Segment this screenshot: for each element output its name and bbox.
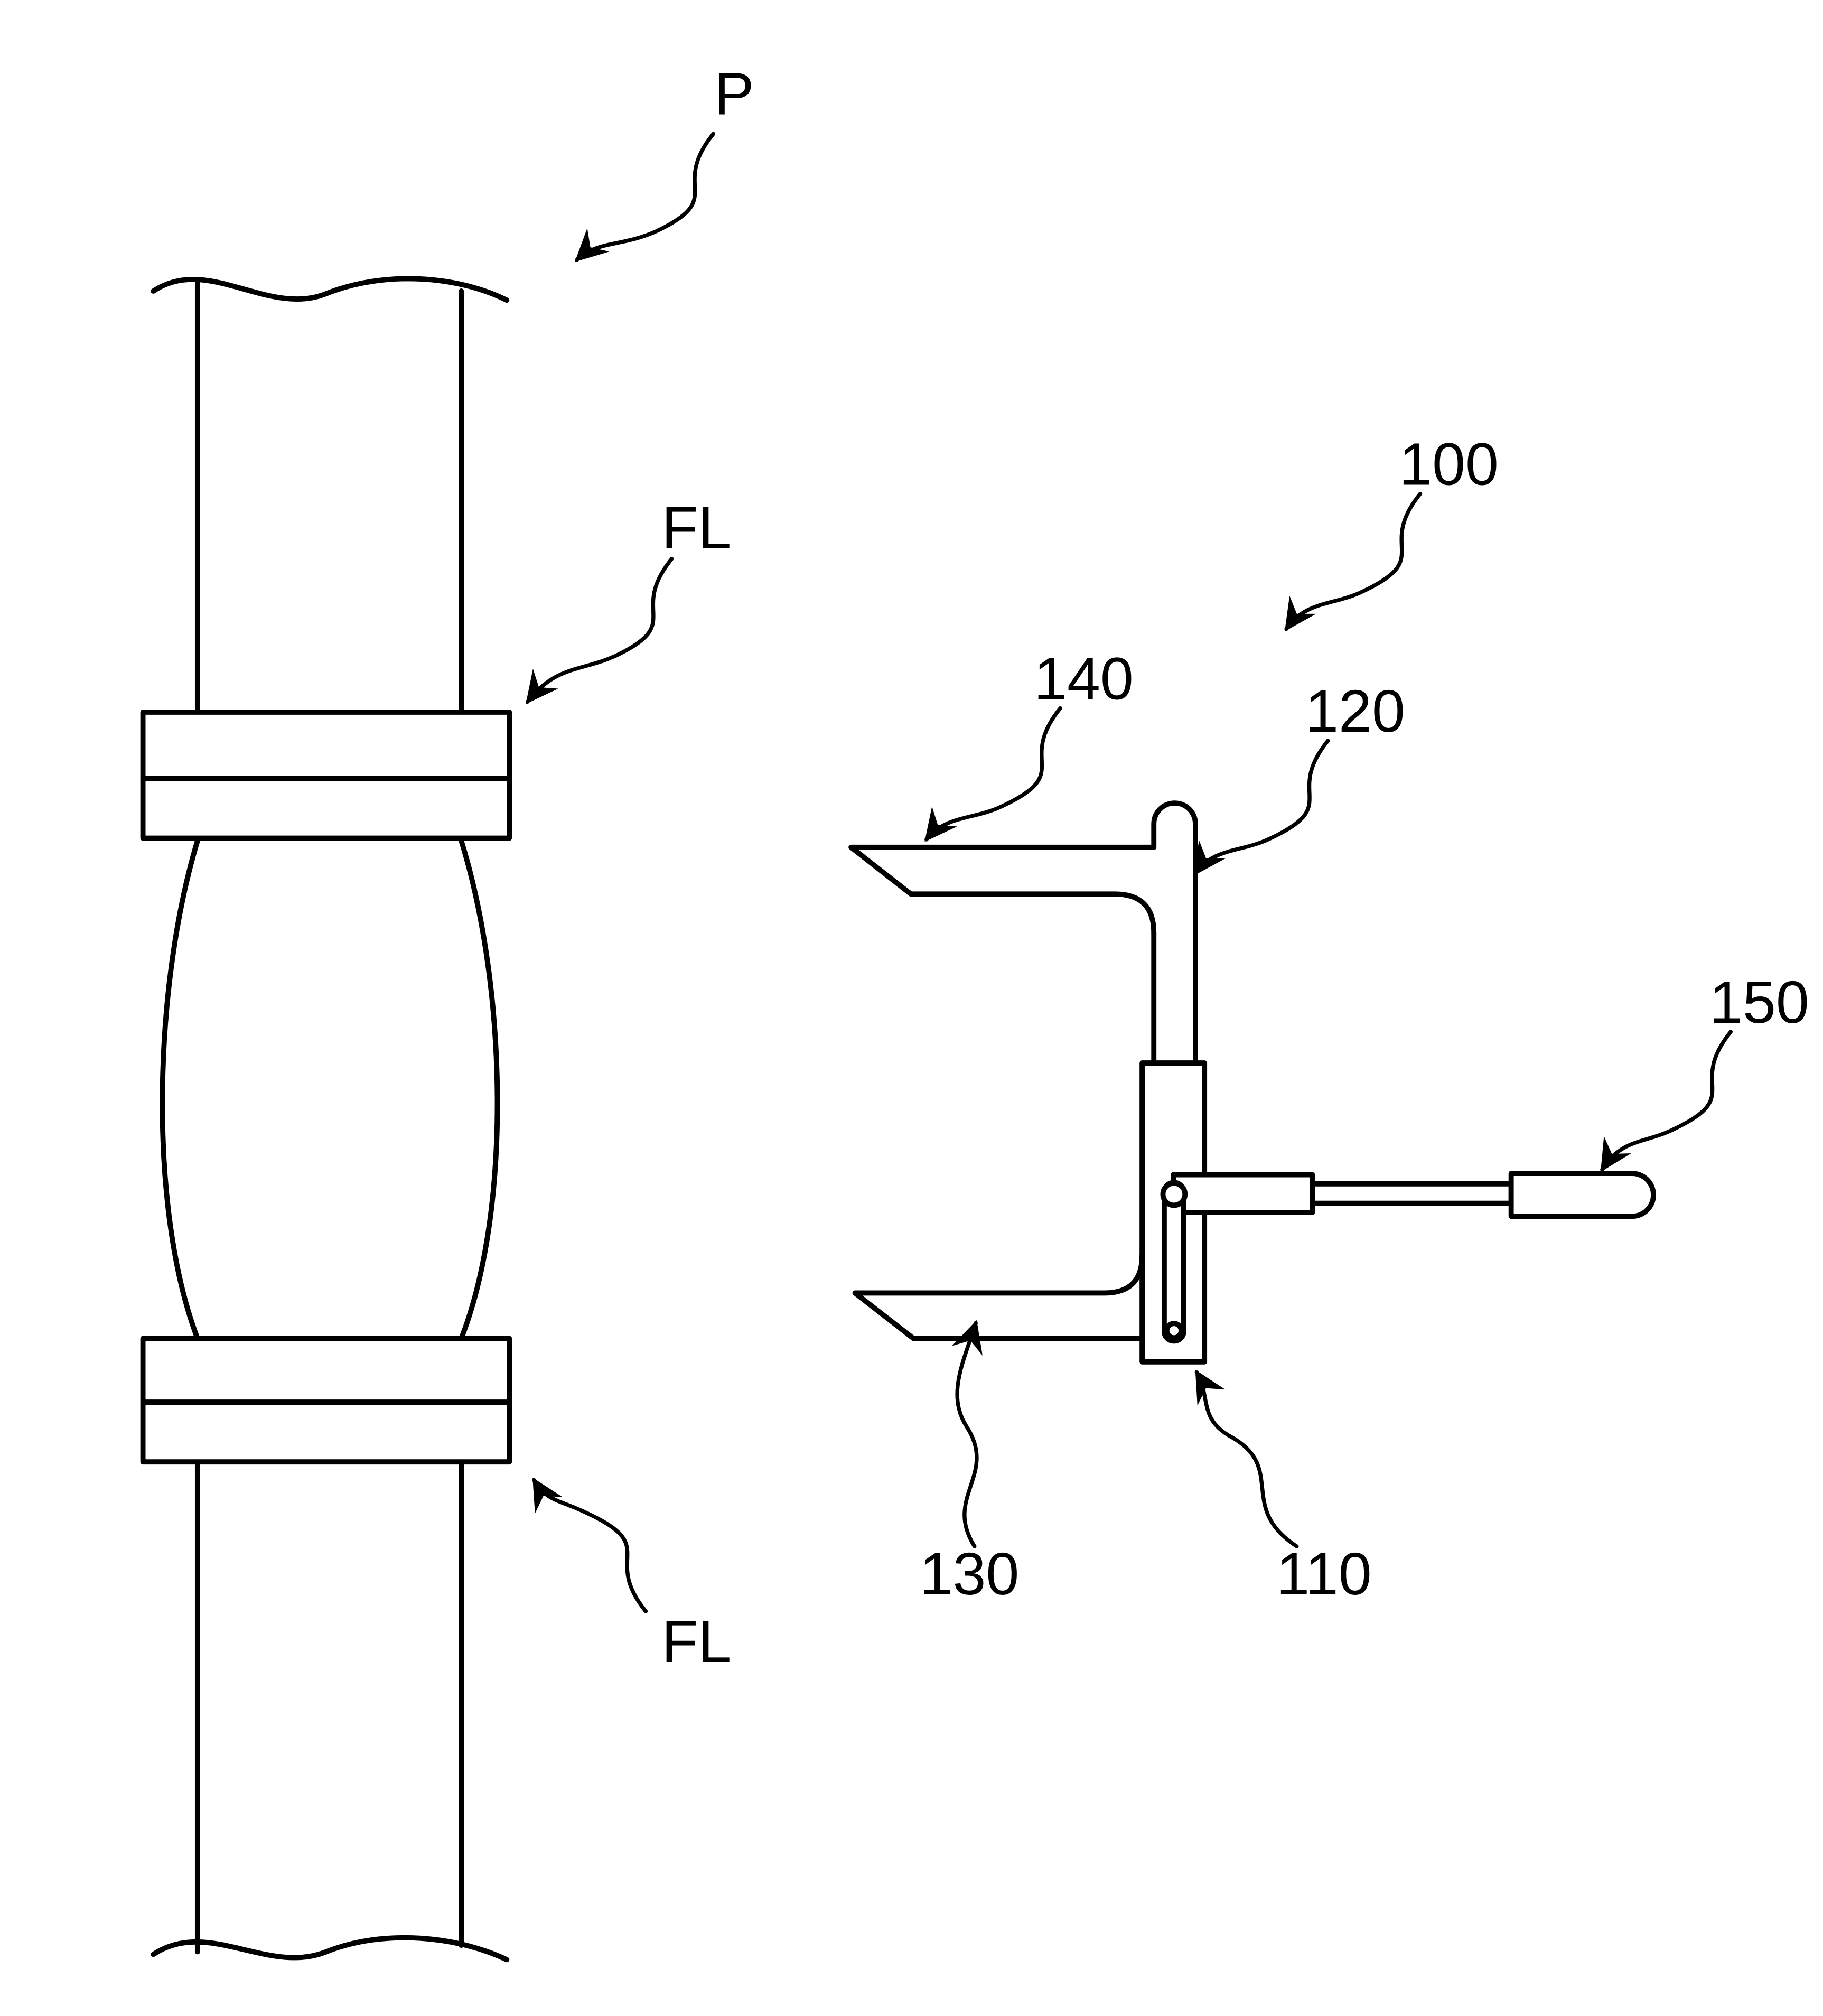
pipe-bottom-break-line bbox=[151, 1935, 510, 1963]
leader-lines bbox=[525, 132, 1733, 1613]
leader-vertical-member bbox=[1193, 739, 1330, 876]
label-flange-top: FL bbox=[661, 494, 731, 561]
leader-assembly bbox=[1284, 492, 1423, 632]
flange-top-outline bbox=[140, 710, 512, 841]
leader-flange-top bbox=[525, 556, 674, 704]
bulge-left-edge bbox=[160, 838, 200, 1341]
label-lower-arm: 130 bbox=[920, 1541, 1020, 1607]
pipe-assembly bbox=[140, 276, 512, 1963]
lower-arm-outline bbox=[852, 1253, 1145, 1341]
bulge-right-edge bbox=[459, 838, 500, 1341]
rod-link-segment bbox=[1171, 1172, 1315, 1215]
pivot-hole-upper bbox=[1160, 1180, 1188, 1208]
vertical-member-outline bbox=[1151, 800, 1198, 1066]
label-handle: 150 bbox=[1709, 969, 1809, 1035]
label-flange-bottom: FL bbox=[661, 1608, 731, 1675]
label-body: 110 bbox=[1276, 1541, 1371, 1607]
leader-handle bbox=[1600, 1030, 1733, 1172]
leader-upper-arm bbox=[924, 706, 1062, 842]
upper-arm-outline bbox=[848, 844, 1157, 936]
clamp-tool bbox=[848, 800, 1656, 1365]
label-upper-arm: 140 bbox=[1034, 645, 1134, 712]
leader-pipe bbox=[575, 132, 716, 262]
leader-lower-arm bbox=[951, 1320, 983, 1548]
label-assembly: 100 bbox=[1399, 431, 1499, 497]
pipe-top-break-line bbox=[151, 276, 510, 303]
label-pipe: P bbox=[714, 60, 754, 127]
leader-body bbox=[1194, 1369, 1299, 1548]
reference-labels: P FL FL 100 140 120 150 130 110 bbox=[661, 60, 1809, 1675]
rod-thin-segment bbox=[1310, 1181, 1514, 1206]
rod-handle-end bbox=[1508, 1171, 1656, 1219]
pivot-hole-lower bbox=[1164, 1321, 1184, 1341]
label-vertical-member: 120 bbox=[1305, 678, 1405, 744]
leader-flange-bottom bbox=[532, 1477, 648, 1613]
